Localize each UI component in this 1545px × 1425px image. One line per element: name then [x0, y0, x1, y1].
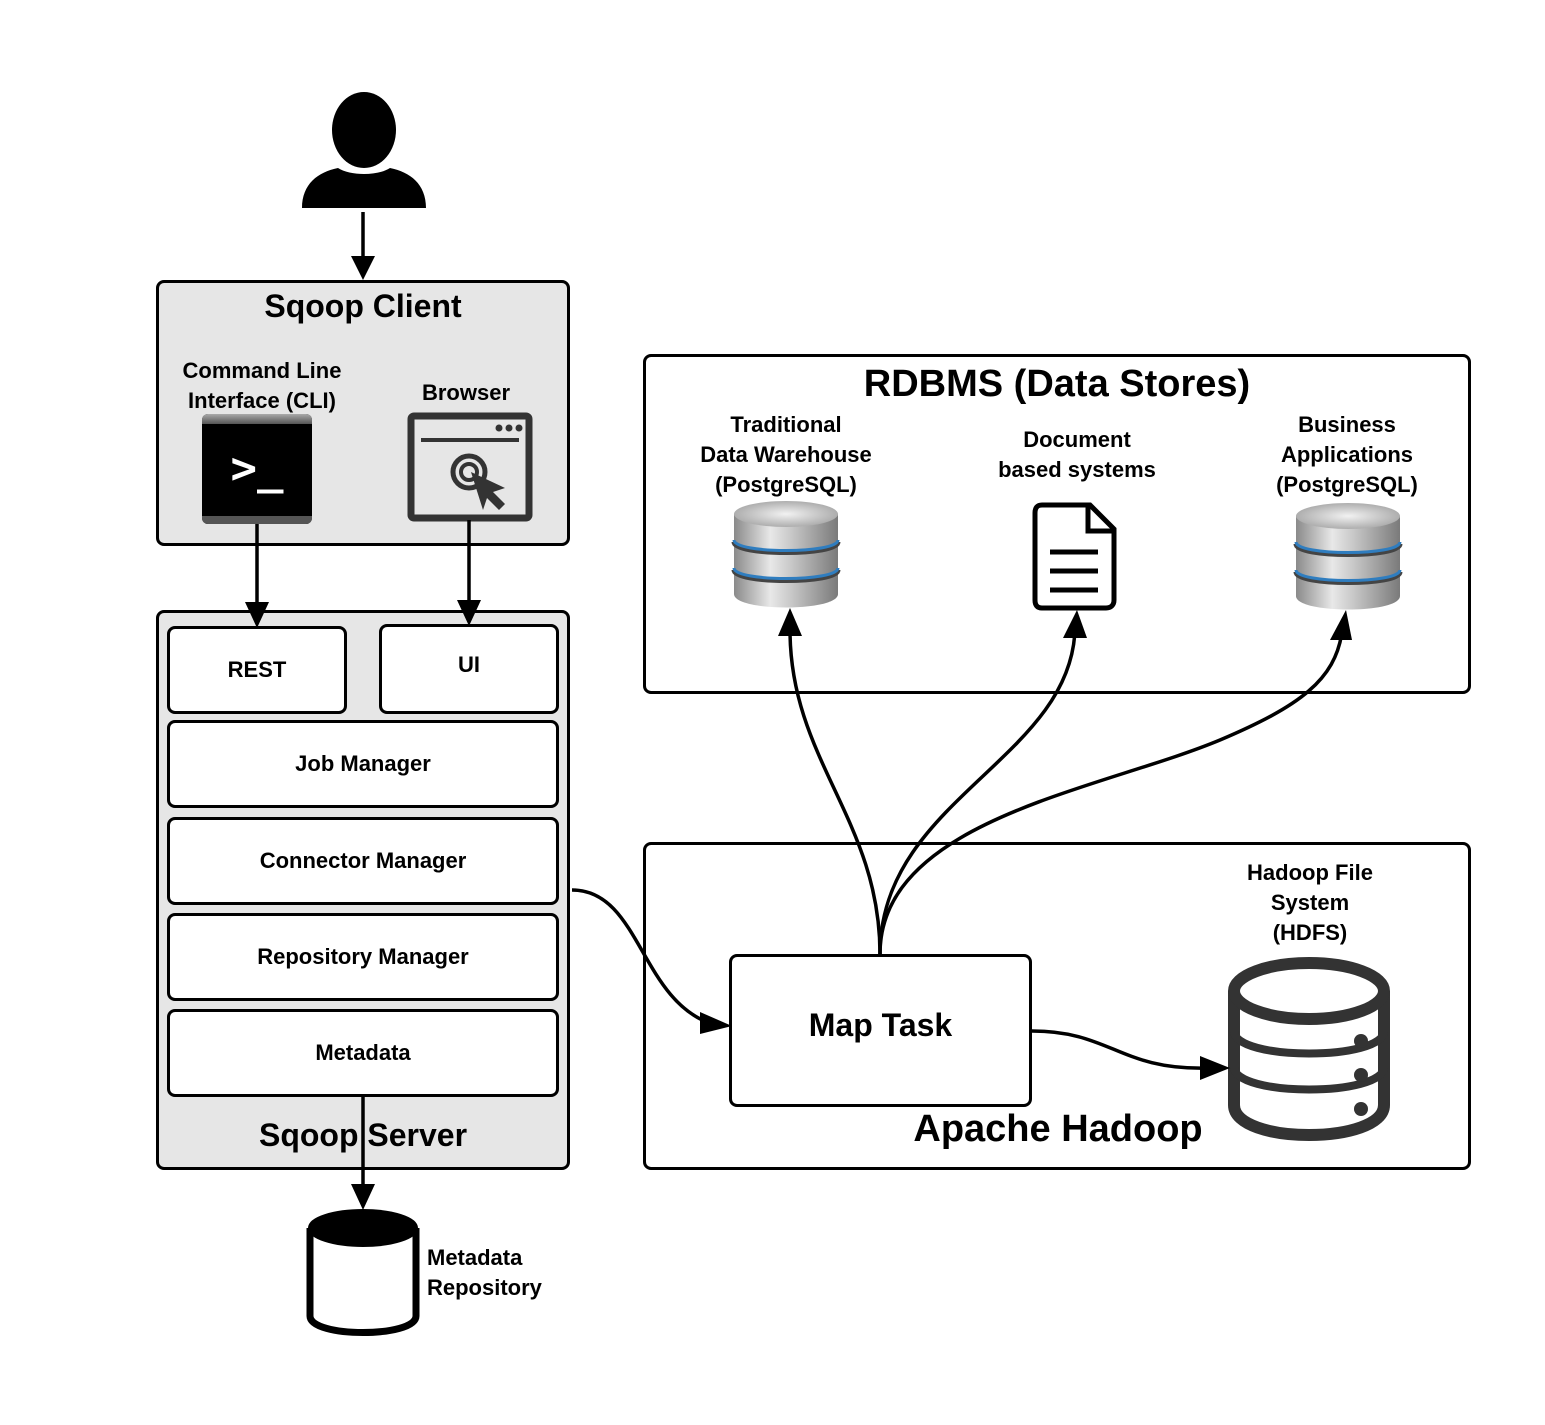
rest-label: REST [227, 657, 287, 682]
store-label-line: Business [1298, 412, 1396, 437]
job-manager-label: Job Manager [295, 751, 431, 776]
sqoop-server-title: Sqoop Server [258, 1117, 468, 1153]
store-label-line: (PostgreSQL) [715, 472, 857, 497]
hadoop-title: Apache Hadoop [913, 1108, 1203, 1150]
store-label-line: Traditional [730, 412, 842, 437]
hdfs-server-icon[interactable] [1224, 955, 1394, 1145]
map-task-box[interactable]: Map Task [729, 954, 1032, 1107]
store-label-line: (PostgreSQL) [1276, 472, 1418, 497]
job-manager-component[interactable]: Job Manager [167, 720, 559, 808]
metadata-repository-line2: Repository [427, 1275, 542, 1300]
database-cylinder-icon [306, 1209, 420, 1336]
terminal-prompt-glyph: >_ [230, 443, 284, 494]
hdfs-label-line: (HDFS) [1272, 920, 1348, 945]
store-label-line: based systems [998, 457, 1156, 482]
metadata-label: Metadata [315, 1040, 411, 1065]
metadata-repository-line1: Metadata [427, 1245, 523, 1270]
sqoop-client-title: Sqoop Client [264, 288, 462, 324]
repository-manager-component[interactable]: Repository Manager [167, 913, 559, 1001]
document-icon[interactable] [1032, 502, 1118, 612]
metadata-component[interactable]: Metadata [167, 1009, 559, 1097]
user-icon [302, 92, 426, 208]
ui-component[interactable]: UI [379, 624, 559, 714]
browser-click-icon[interactable] [407, 412, 533, 522]
cli-label-line1: Command Line [182, 358, 342, 383]
store-label-line: Data Warehouse [700, 442, 872, 467]
database-icon[interactable] [730, 498, 842, 610]
connector-manager-label: Connector Manager [259, 848, 467, 873]
database-icon[interactable] [1292, 500, 1404, 612]
map-task-label: Map Task [808, 1007, 953, 1043]
terminal-icon[interactable]: >_ [202, 414, 312, 524]
hdfs-label-line: Hadoop File [1247, 860, 1373, 885]
rdbms-title: RDBMS (Data Stores) [863, 363, 1251, 405]
connector-manager-component[interactable]: Connector Manager [167, 817, 559, 905]
browser-label: Browser [421, 380, 511, 405]
repository-manager-label: Repository Manager [257, 944, 469, 969]
hdfs-label-line: System [1270, 890, 1350, 915]
cli-label-line2: Interface (CLI) [188, 388, 336, 413]
store-label-line: Applications [1280, 442, 1413, 467]
store-label-line: Document [1023, 427, 1131, 452]
arrowhead [351, 256, 375, 280]
ui-label: UI [458, 652, 480, 677]
rest-component[interactable]: REST [167, 626, 347, 714]
